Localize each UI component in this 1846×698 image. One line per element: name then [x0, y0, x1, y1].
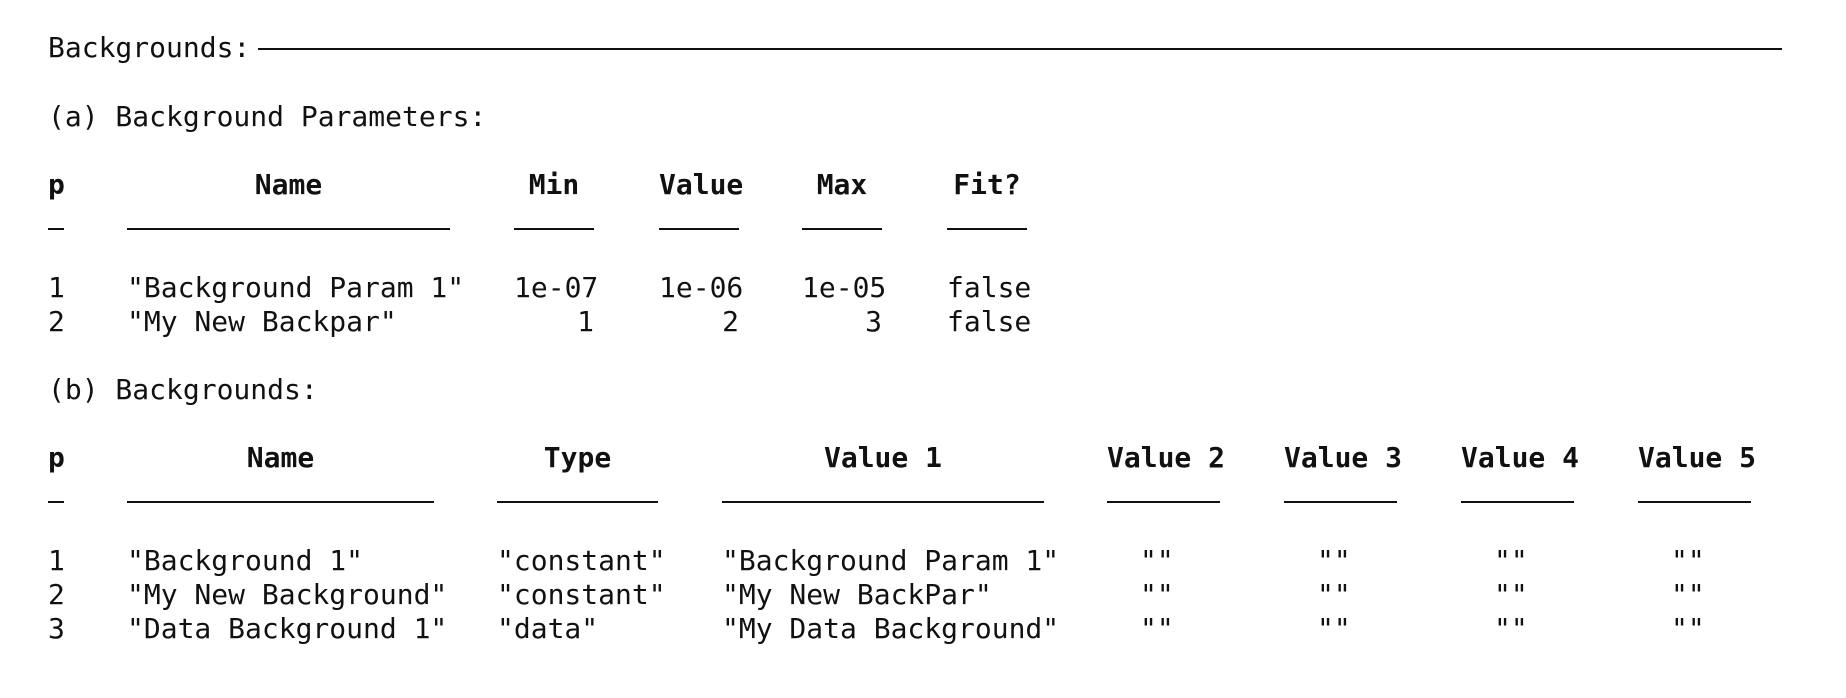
table-cell: 2	[722, 305, 739, 338]
table-cell: "My Data Background"	[722, 612, 1060, 645]
table-cell: false	[947, 305, 1032, 338]
col-header-min: Min	[528, 168, 580, 201]
table-cell: "data"	[497, 612, 599, 645]
table-cell: "Background Param 1"	[127, 271, 465, 304]
table-cell: "My New Background"	[127, 578, 448, 611]
table-cell: "My New BackPar"	[722, 578, 992, 611]
col-header-value-3: Value 3	[1284, 441, 1403, 474]
table-cell: 2	[48, 305, 65, 338]
table-cell: "Data Background 1"	[127, 612, 448, 645]
col-header-value-4: Value 4	[1461, 441, 1580, 474]
col-header-name: Name	[246, 441, 315, 474]
col-header-p: p	[48, 441, 65, 474]
col-rule-type	[497, 501, 658, 503]
table-cell: 1	[48, 271, 65, 304]
table-cell: "Background 1"	[127, 544, 364, 577]
table-cell: ""	[1140, 544, 1174, 577]
col-rule-min	[514, 228, 594, 230]
table-cell: 1e-07	[514, 271, 599, 304]
col-rule-value	[659, 228, 739, 230]
col-rule-value-1	[722, 501, 1044, 503]
table-cell: 1e-06	[659, 271, 744, 304]
table-cell: "constant"	[497, 544, 666, 577]
table-cell: 3	[48, 612, 65, 645]
col-rule-fit	[947, 228, 1027, 230]
col-header-p: p	[48, 168, 65, 201]
table-cell: 1	[577, 305, 594, 338]
table-cell: ""	[1671, 612, 1705, 645]
table-cell: ""	[1494, 578, 1528, 611]
table-cell: ""	[1494, 544, 1528, 577]
section-header-title: Backgrounds:	[48, 31, 251, 64]
col-rule-max	[802, 228, 882, 230]
section-b-title: (b) Backgrounds:	[48, 373, 318, 406]
table-cell: ""	[1317, 544, 1351, 577]
col-header-name: Name	[254, 168, 323, 201]
col-rule-value-3	[1284, 501, 1397, 503]
col-rule-name	[127, 501, 434, 503]
col-header-value: Value	[659, 168, 744, 201]
col-rule-p	[48, 501, 64, 503]
table-cell: "My New Backpar"	[127, 305, 397, 338]
col-rule-value-4	[1461, 501, 1574, 503]
col-header-value-5: Value 5	[1638, 441, 1757, 474]
table-cell: ""	[1671, 578, 1705, 611]
col-rule-p	[48, 228, 64, 230]
col-header-value-2: Value 2	[1107, 441, 1226, 474]
col-rule-value-2	[1107, 501, 1220, 503]
table-cell: "constant"	[497, 578, 666, 611]
table-cell: 2	[48, 578, 65, 611]
table-cell: ""	[1140, 612, 1174, 645]
table-cell: 1e-05	[802, 271, 887, 304]
table-cell: ""	[1671, 544, 1705, 577]
table-cell: "Background Param 1"	[722, 544, 1060, 577]
table-cell: ""	[1317, 612, 1351, 645]
col-rule-name	[127, 228, 450, 230]
col-header-type: Type	[543, 441, 612, 474]
table-cell: ""	[1317, 578, 1351, 611]
section-a-title: (a) Background Parameters:	[48, 100, 487, 133]
table-cell: 3	[865, 305, 882, 338]
col-header-value-1: Value 1	[823, 441, 942, 474]
table-cell: ""	[1140, 578, 1174, 611]
header-rule	[258, 48, 1782, 50]
col-header-fit: Fit?	[953, 168, 1021, 201]
table-cell: ""	[1494, 612, 1528, 645]
col-rule-value-5	[1638, 501, 1751, 503]
table-cell: false	[947, 271, 1032, 304]
table-cell: 1	[48, 544, 65, 577]
col-header-max: Max	[816, 168, 868, 201]
